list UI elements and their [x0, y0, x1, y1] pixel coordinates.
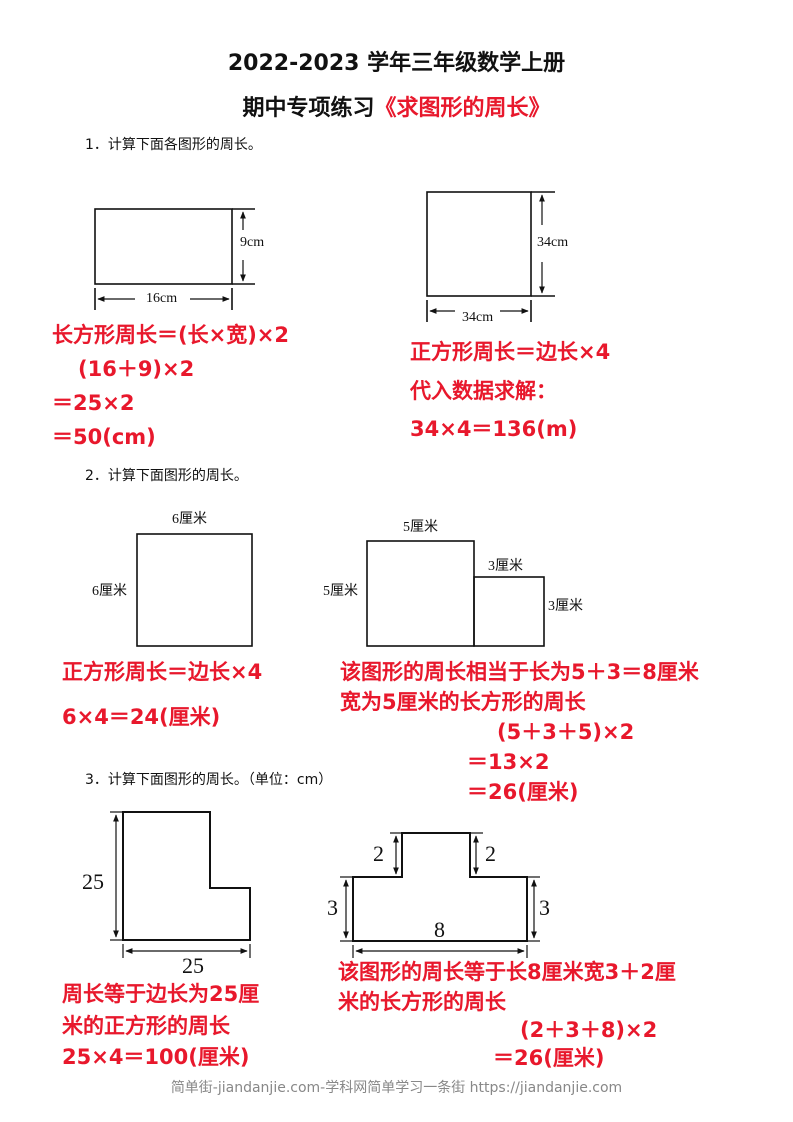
label: 5厘米	[403, 520, 438, 535]
square-6cm-figure	[136, 533, 253, 647]
answer-line: 米的长方形的周长	[338, 990, 506, 1014]
answer-line: (2＋3＋8)×2	[520, 1018, 658, 1042]
label: 6厘米	[92, 584, 127, 599]
l-shape-figure	[110, 811, 251, 958]
answer-line: 周长等于边长为25厘	[62, 982, 260, 1006]
t-shape-figure	[340, 832, 540, 958]
question-1: 1．计算下面各图形的周长。	[85, 137, 262, 153]
title-black: 期中专项练习	[242, 96, 375, 121]
label: 2	[373, 841, 384, 866]
answer-line: 该图形的周长等于长8厘米宽3＋2厘	[338, 960, 676, 984]
label: 8	[434, 917, 445, 942]
title-line-1: 2022-2023 学年三年级数学上册	[227, 51, 566, 76]
title-line-2: 期中专项练习《求图形的周长》	[0, 90, 793, 122]
label: 6厘米	[172, 512, 207, 527]
answer-line: ＝50(cm)	[52, 425, 156, 449]
label: 5厘米	[323, 584, 358, 599]
answer-line: 6×4＝24(厘米)	[62, 705, 221, 729]
answer-line: ＝26(厘米)	[493, 1046, 605, 1070]
answer-line: 宽为5厘米的长方形的周长	[340, 690, 586, 714]
answer-line: 正方形周长＝边长×4	[62, 660, 263, 684]
answer-line: 代入数据求解：	[410, 379, 557, 403]
rectangle-figure	[94, 208, 255, 310]
answer-line: ＝25×2	[52, 391, 135, 415]
answer-line: 34×4＝136(m)	[410, 417, 578, 441]
label: 2	[485, 841, 496, 866]
question-3: 3．计算下面图形的周长。（单位：cm）	[85, 772, 333, 788]
answer-line: 25×4＝100(厘米)	[62, 1045, 250, 1069]
title-red: 《求图形的周长》	[374, 96, 551, 121]
label: 25	[182, 953, 204, 978]
question-2: 2．计算下面图形的周长。	[85, 468, 248, 484]
label: 3厘米	[488, 559, 523, 574]
answer-line: 长方形周长＝(长×宽)×2	[52, 323, 289, 347]
answer-line: (5＋3＋5)×2	[497, 720, 635, 744]
label: 3厘米	[548, 599, 583, 614]
label: 3	[539, 895, 550, 920]
label: 9cm	[240, 235, 265, 250]
answer-line: 正方形周长＝边长×4	[410, 340, 611, 364]
footer-watermark: 简单街-jiandanjie.com-学科网简单学习一条街 https://ji…	[170, 1080, 623, 1096]
answer-line: ＝13×2	[467, 750, 550, 774]
label: 34cm	[537, 235, 569, 250]
label: 3	[327, 895, 338, 920]
label: 25	[82, 869, 104, 894]
label: 34cm	[462, 310, 494, 325]
label: 16cm	[146, 291, 178, 306]
square-figure	[426, 191, 555, 322]
answer-line: (16＋9)×2	[78, 357, 195, 381]
answer-line: 米的正方形的周长	[62, 1014, 230, 1038]
composite-rect-figure	[366, 540, 545, 647]
answer-line: 该图形的周长相当于长为5＋3＝8厘米	[340, 660, 699, 684]
answer-line: ＝26(厘米)	[467, 780, 579, 804]
